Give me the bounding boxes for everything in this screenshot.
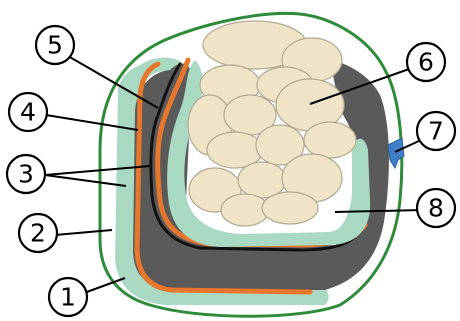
label-4-text: 4 (20, 98, 36, 127)
label-7: 7 (417, 112, 455, 150)
granule (238, 162, 286, 198)
label-2: 2 (19, 214, 57, 252)
label-6-text: 6 (418, 48, 434, 77)
label-1-text: 1 (60, 283, 76, 312)
granule (262, 192, 318, 224)
label-7-text: 7 (428, 117, 444, 146)
label-3: 3 (7, 155, 45, 193)
label-8-text: 8 (428, 194, 444, 223)
granule (304, 122, 356, 158)
label-3-text: 3 (18, 160, 34, 189)
label-2-text: 2 (30, 219, 46, 248)
label-8: 8 (417, 189, 455, 227)
label-6: 6 (407, 43, 445, 81)
label-5-text: 5 (47, 31, 63, 60)
label-5: 5 (36, 26, 74, 64)
label-4: 4 (9, 93, 47, 131)
label-1: 1 (49, 278, 87, 316)
granule-cluster (188, 21, 356, 226)
